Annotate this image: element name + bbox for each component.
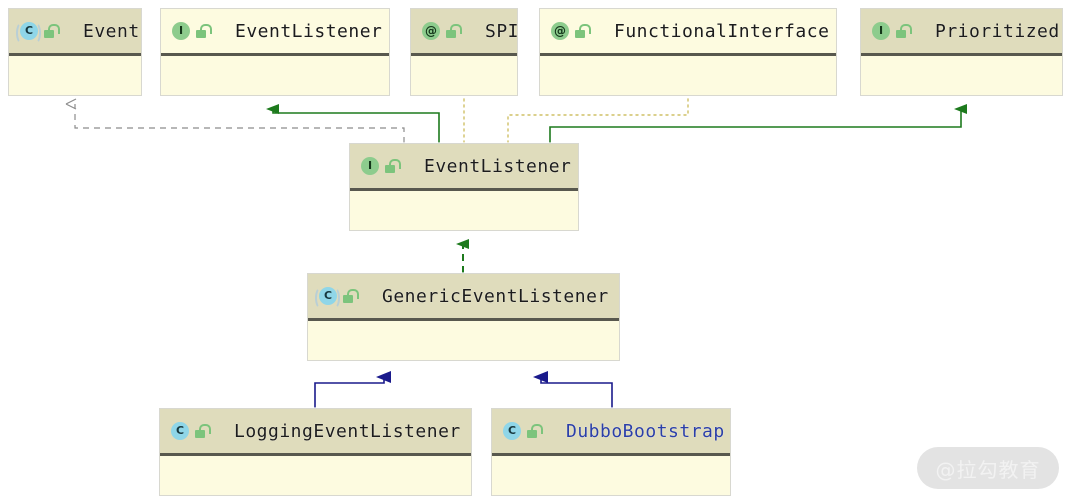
node-title: EventListener: [235, 20, 383, 42]
edge-dubbobootstrap-to-genericeventlistener: [533, 371, 613, 408]
edge-eventlistener-to-functionalinterface: [507, 95, 689, 144]
node-header: C GenericEventListener: [308, 274, 619, 321]
node-members: [9, 56, 141, 95]
unlocked-padlock-icon: [385, 158, 401, 174]
node-members: [160, 456, 471, 495]
node-title: DubboBootstrap: [566, 420, 725, 442]
node-title: Prioritized: [935, 20, 1060, 42]
node-members: [411, 56, 517, 95]
unlocked-padlock-icon: [446, 23, 462, 39]
node-header: I EventListener: [161, 9, 389, 56]
edge-eventlistener-to-eventlistener-top: [266, 104, 440, 143]
unlocked-padlock-icon: [195, 423, 211, 439]
node-header: C DubboBootstrap: [492, 409, 730, 456]
node-title: Event: [83, 20, 140, 42]
node-title: GenericEventListener: [382, 285, 609, 307]
abstract-class-icon: C: [315, 286, 340, 309]
annotation-icon: @: [549, 21, 570, 42]
node-members: [308, 321, 619, 360]
unlocked-padlock-icon: [575, 23, 591, 39]
class-icon: C: [501, 421, 522, 442]
node-title: EventListener: [424, 155, 572, 177]
abstract-class-icon: C: [16, 21, 41, 44]
node-header: I EventListener: [350, 144, 578, 191]
node-header: @ FunctionalInterface: [540, 9, 836, 56]
node-header: I Prioritized: [861, 9, 1062, 56]
node-title: SPI: [485, 20, 517, 42]
node-title: LoggingEventListener: [234, 420, 461, 442]
node-members: [861, 56, 1062, 95]
unlocked-padlock-icon: [196, 23, 212, 39]
node-title: FunctionalInterface: [614, 20, 830, 42]
watermark-text: @拉勾教育: [935, 457, 1041, 482]
edge-loggingeventlistener-to-genericeventlistener: [314, 371, 391, 408]
annotation-icon: @: [420, 21, 441, 42]
node-members: [492, 456, 730, 495]
unlocked-padlock-icon: [527, 423, 543, 439]
interface-icon: I: [170, 21, 191, 42]
uml-node-spi[interactable]: @ SPI: [410, 8, 518, 96]
unlocked-padlock-icon: [896, 23, 912, 39]
uml-node-logging-event-listener[interactable]: C LoggingEventListener: [159, 408, 472, 496]
node-header: @ SPI: [411, 9, 517, 56]
uml-node-event-listener-mid[interactable]: I EventListener: [349, 143, 579, 231]
uml-node-prioritized[interactable]: I Prioritized: [860, 8, 1063, 96]
edge-eventlistener-to-event: [65, 98, 405, 143]
watermark: @拉勾教育: [917, 447, 1059, 489]
uml-node-event[interactable]: C Event: [8, 8, 142, 96]
unlocked-padlock-icon: [343, 288, 359, 304]
interface-icon: I: [359, 156, 380, 177]
node-header: C Event: [9, 9, 141, 56]
unlocked-padlock-icon: [44, 23, 60, 39]
edge-eventlistener-to-prioritized: [549, 104, 967, 143]
uml-node-functional-interface[interactable]: @ FunctionalInterface: [539, 8, 837, 96]
uml-node-dubbo-bootstrap[interactable]: C DubboBootstrap: [491, 408, 731, 496]
node-members: [540, 56, 836, 95]
uml-node-event-listener-top[interactable]: I EventListener: [160, 8, 390, 96]
class-icon: C: [169, 421, 190, 442]
node-members: [161, 56, 389, 95]
node-members: [350, 191, 578, 230]
interface-icon: I: [870, 21, 891, 42]
uml-node-generic-event-listener[interactable]: C GenericEventListener: [307, 273, 620, 361]
node-header: C LoggingEventListener: [160, 409, 471, 456]
